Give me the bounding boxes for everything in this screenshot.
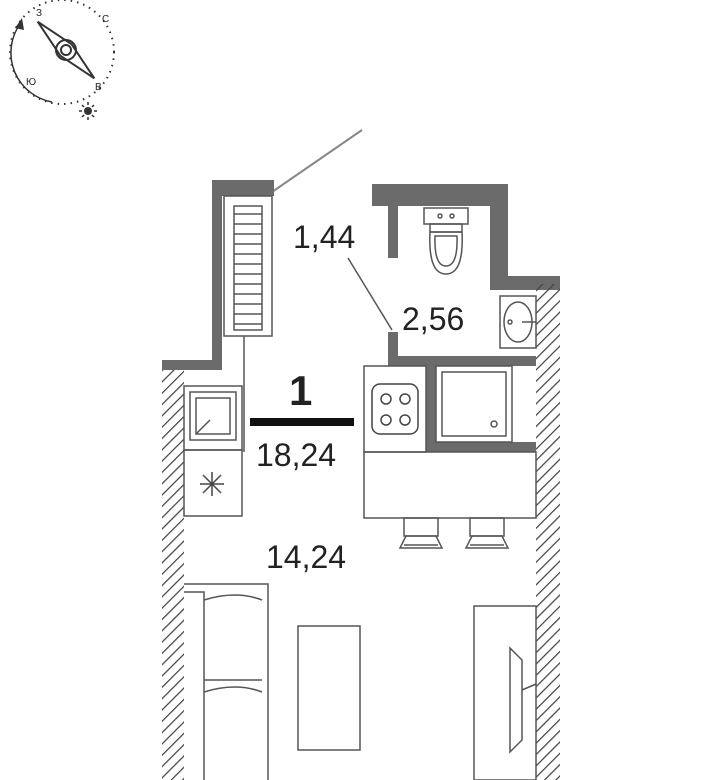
bathroom-area-label: 2,56 — [402, 301, 464, 337]
chair-icon — [464, 517, 510, 549]
balcony-area-label: 1,44 — [293, 219, 355, 255]
living-area-label: 14,24 — [266, 539, 346, 575]
compass-needle-icon — [36, 20, 96, 80]
total-area-label: 18,24 — [256, 437, 336, 473]
coffee-table — [297, 625, 361, 751]
compass-north-label: С — [102, 14, 109, 25]
sofa-icon — [184, 583, 269, 780]
balcony-pointer-line — [271, 129, 363, 193]
room-count: 1 — [289, 367, 312, 414]
bathroom-sink-icon — [499, 295, 537, 349]
stove-icon — [371, 383, 419, 435]
toilet-icon — [423, 207, 469, 275]
balcony-label-pointer — [347, 257, 393, 331]
compass-east-label: В — [95, 82, 102, 93]
chair-icon — [398, 517, 444, 549]
compass-west-label: З — [36, 8, 42, 19]
sun-icon — [79, 102, 97, 120]
kitchen-right-unit — [363, 365, 537, 519]
fraction-bar — [250, 418, 354, 426]
compass: З С Ю В — [9, 0, 115, 120]
tv-unit-icon — [473, 605, 537, 780]
kitchen-left-unit — [183, 385, 243, 517]
fridge-icon — [200, 472, 224, 496]
walls — [162, 180, 560, 780]
compass-south-label: Ю — [26, 77, 36, 88]
balcony-radiator — [223, 195, 273, 452]
shower-tray-icon — [435, 365, 513, 443]
